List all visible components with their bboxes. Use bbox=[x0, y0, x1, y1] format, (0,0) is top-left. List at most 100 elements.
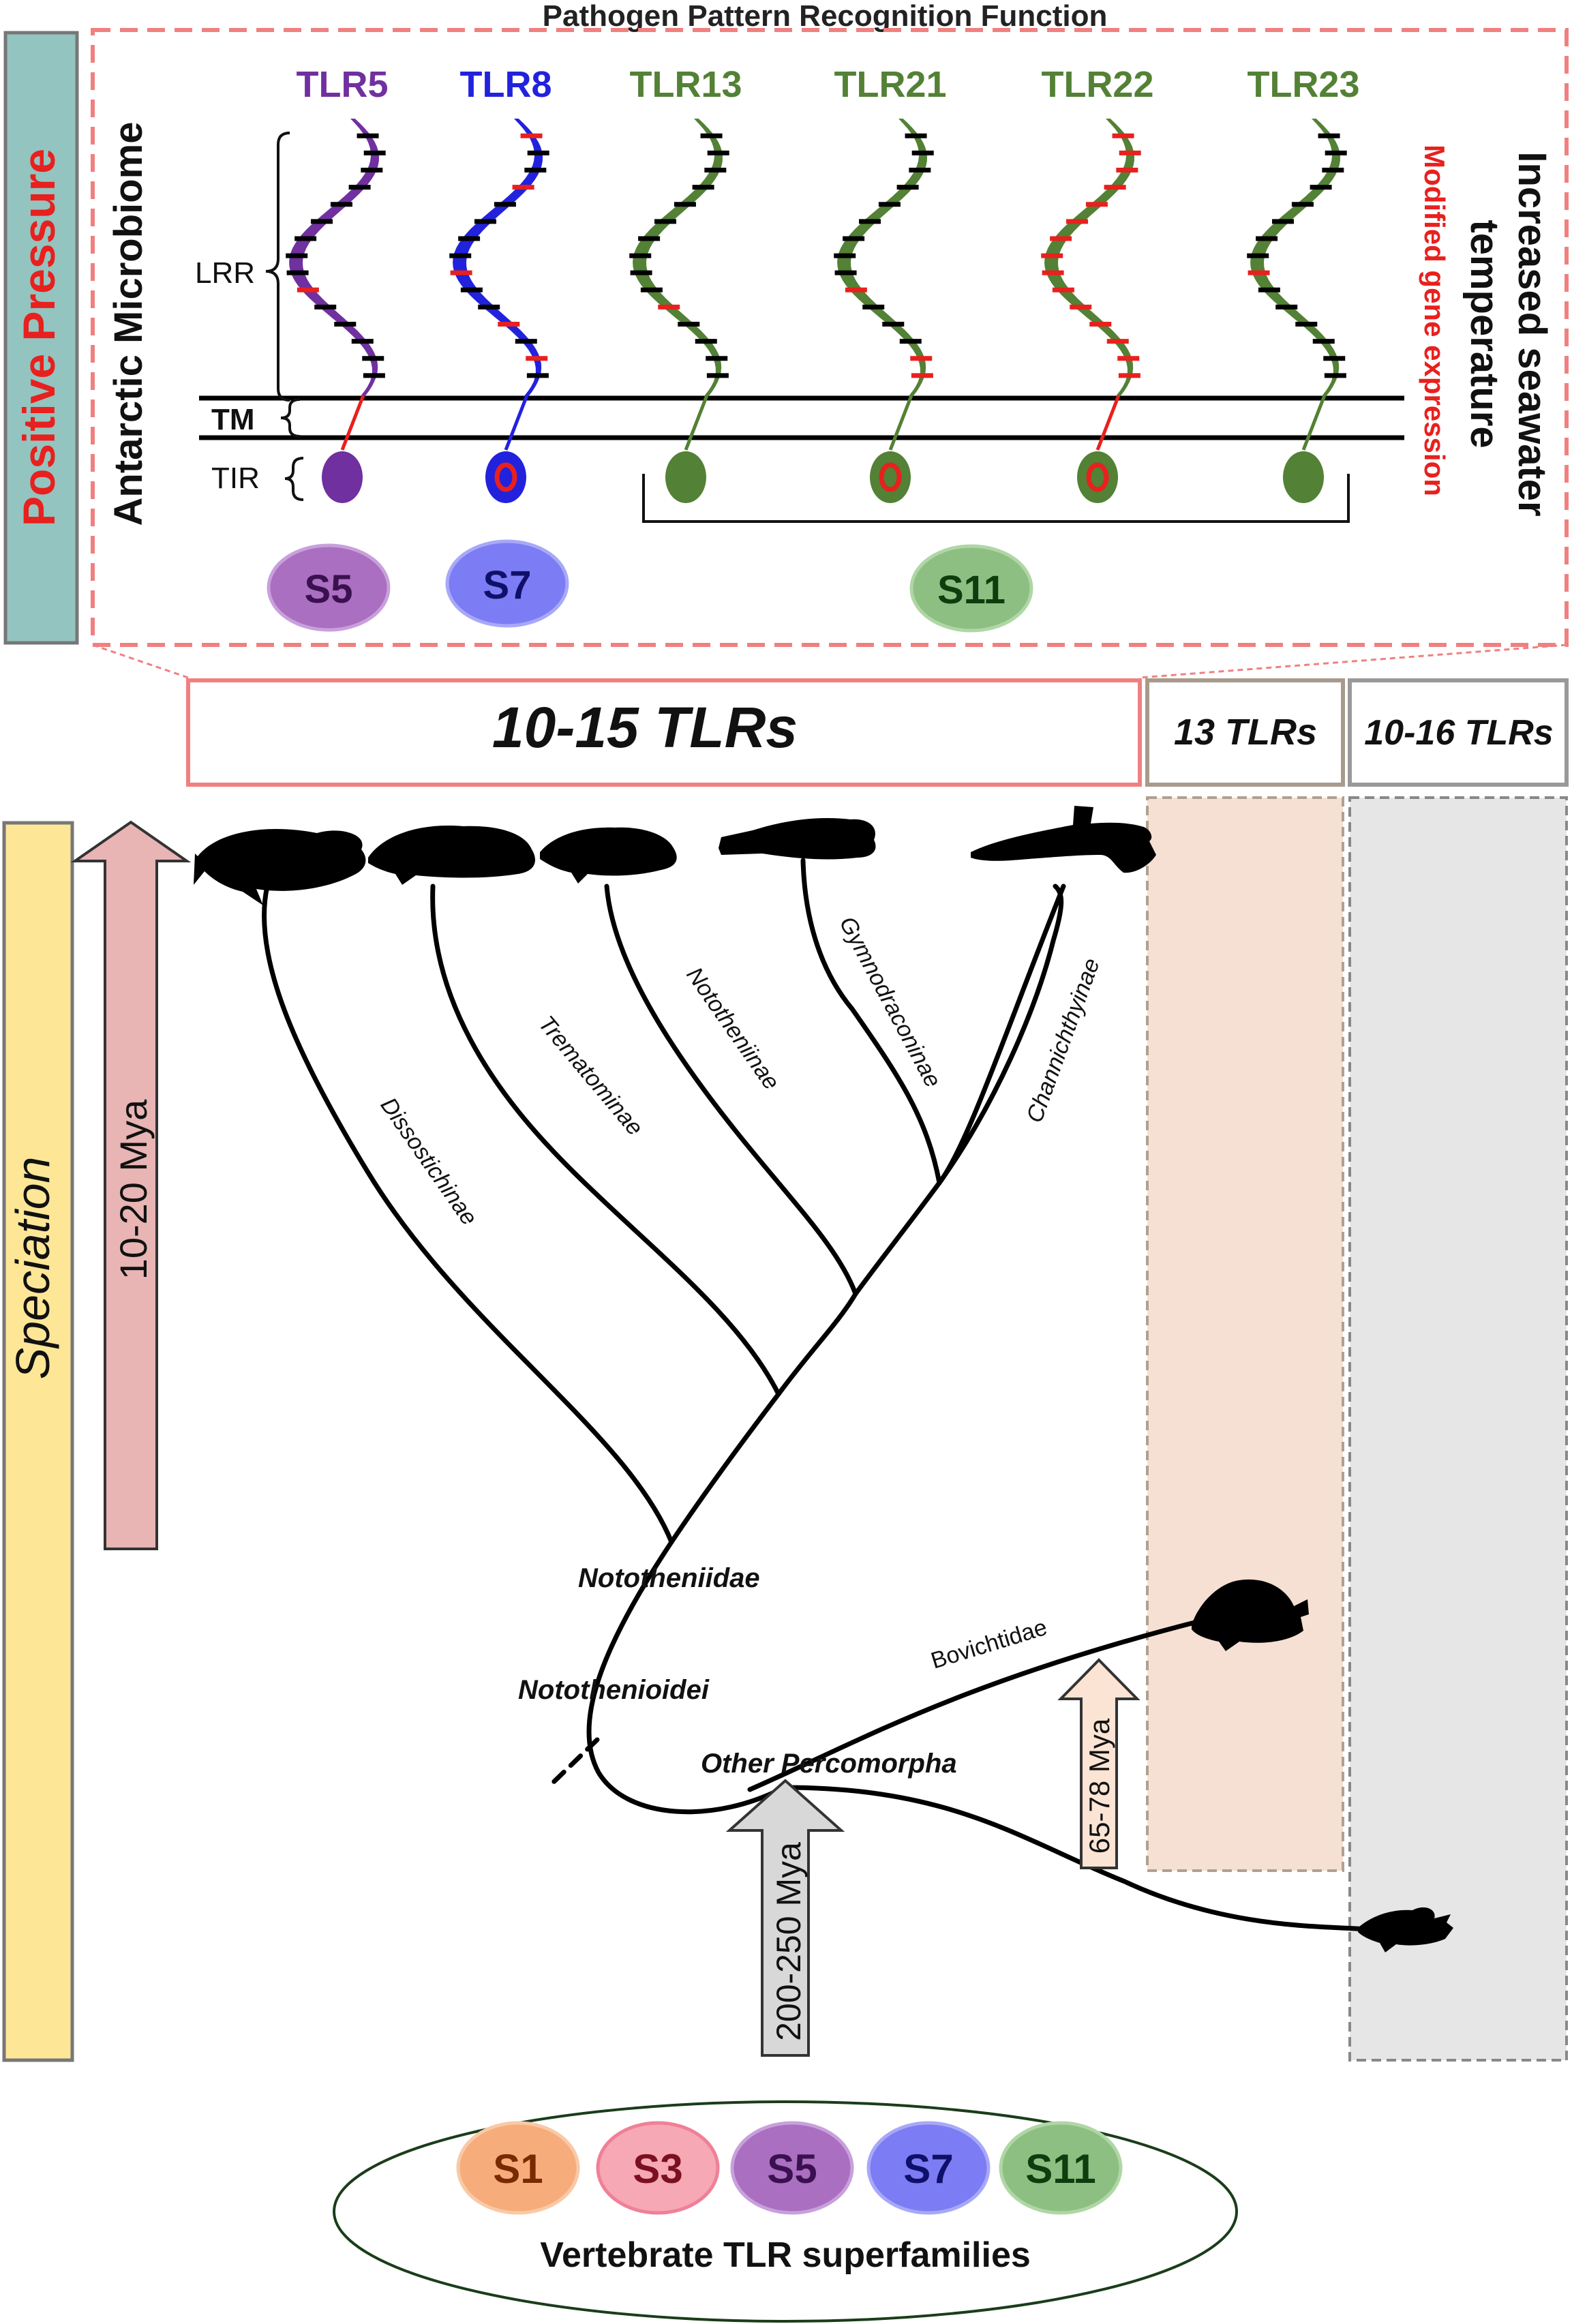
right-label-line1: Increased seawater bbox=[1510, 151, 1554, 516]
box-10-16-tlrs bbox=[1348, 678, 1569, 787]
vertebrate-badge-s11 bbox=[999, 2121, 1123, 2215]
box-10-16-tlrs-label: 10-16 TLRs bbox=[1364, 713, 1553, 753]
tlr13-tir-domain bbox=[665, 451, 706, 503]
tlr23-label: TLR23 bbox=[1247, 64, 1359, 105]
positive-pressure-label: Positive Pressure bbox=[14, 149, 64, 526]
other-percomorpha-column bbox=[1348, 796, 1568, 2062]
tlr21-tm-stem bbox=[888, 395, 913, 451]
tm-label: TM bbox=[211, 403, 255, 436]
fish-nototheniinae-silhouette bbox=[540, 827, 677, 884]
fish-channichthyinae bbox=[971, 806, 1156, 873]
tlr21-tir-domain bbox=[870, 451, 911, 503]
tlr21-tir-modified-ring bbox=[879, 462, 902, 492]
vertebrate-badge-s7 bbox=[866, 2121, 991, 2215]
clade-nototheniinae: Nototheniinae bbox=[681, 963, 784, 1095]
tlr22-tir-modified-ring bbox=[1086, 462, 1109, 492]
badge-s7-top-label: S7 bbox=[483, 563, 532, 607]
branch-channichthyinae bbox=[937, 884, 1064, 1186]
arrow-65-78-mya bbox=[1057, 1658, 1140, 1869]
arrow-200-250-mya bbox=[725, 1779, 845, 2057]
tlr22-tir-domain bbox=[1077, 451, 1118, 503]
tlr8-tm-stem bbox=[504, 395, 529, 451]
tlr5-tir-domain bbox=[322, 451, 363, 503]
vertebrate-badge-s1-label: S1 bbox=[493, 2146, 543, 2192]
node-nototheniidae: Nototheniidae bbox=[578, 1563, 760, 1593]
arrow-10-20-mya-label: 10-20 Mya bbox=[112, 1099, 155, 1280]
badge-s5-top bbox=[267, 543, 391, 632]
modified-gene-expression-label: Modified gene expression bbox=[1419, 145, 1451, 496]
fish-trematominae bbox=[368, 826, 536, 885]
branch-dissostichinae bbox=[261, 884, 674, 1545]
phylogeny bbox=[261, 858, 1370, 1932]
branch-other-percomorpha bbox=[781, 1785, 1370, 1932]
fish-nototheniinae bbox=[540, 827, 677, 884]
top-panel-border bbox=[91, 28, 1569, 647]
lrr-brace bbox=[265, 132, 290, 402]
vertebrate-badge-s5-label: S5 bbox=[767, 2146, 817, 2192]
connector-right bbox=[1139, 644, 1567, 679]
branch-nototheniinae bbox=[604, 884, 858, 1297]
positive-pressure-bar bbox=[3, 31, 79, 645]
connector-left bbox=[92, 644, 189, 679]
tlr13-tm-stem bbox=[684, 395, 709, 451]
fish-other-percomorpha bbox=[1358, 1907, 1453, 1952]
arrow-10-20-mya bbox=[70, 820, 192, 1550]
tlr21-label: TLR21 bbox=[834, 64, 946, 105]
box-10-15-tlrs-label: 10-15 TLRs bbox=[492, 695, 798, 759]
vertebrate-badge-s7-label: S7 bbox=[903, 2146, 953, 2192]
tlr5-tm-stem bbox=[340, 395, 365, 451]
branch-outgroup-dash bbox=[548, 1737, 600, 1787]
tlr5-label: TLR5 bbox=[297, 64, 389, 105]
vertebrate-badge-s11-label: S11 bbox=[1025, 2146, 1095, 2192]
node-notothenioidei: Notothenioidei bbox=[518, 1675, 710, 1705]
clade-trematominae: Trematominae bbox=[533, 1011, 648, 1141]
tlr23-tir-domain bbox=[1283, 451, 1324, 503]
fish-bovichtidae-silhouette bbox=[1192, 1579, 1309, 1651]
tir-label: TIR bbox=[211, 462, 260, 495]
clade-channichthyinae: Channichthyinae bbox=[1021, 955, 1104, 1126]
bovichtidae-column bbox=[1146, 796, 1344, 1872]
s11-bracket bbox=[642, 474, 1350, 523]
vertebrate-badges: S1 S3 S5 S7 S11 bbox=[456, 2121, 1123, 2215]
arrow-65-78-mya-label: 65-78 Mya bbox=[1083, 1718, 1115, 1854]
node-bovichtidae: Bovichtidae bbox=[928, 1614, 1050, 1674]
tlr-structures: TLR5 TLR8 TLR13 TLR21 TLR22 TLR23 bbox=[286, 64, 1360, 503]
box-10-15-tlrs bbox=[186, 678, 1142, 787]
vertebrate-badge-s5 bbox=[730, 2121, 854, 2215]
fish-trematominae-silhouette bbox=[368, 826, 536, 885]
branch-trematominae bbox=[430, 884, 781, 1397]
fish-gymnodraconinae-silhouette bbox=[719, 817, 876, 860]
tlr8-tir-domain bbox=[485, 451, 526, 503]
vertebrate-badge-s1 bbox=[456, 2121, 580, 2215]
fish-dissostichinae bbox=[194, 828, 366, 905]
antarctic-microbiome-label: Antarctic Microbiome bbox=[106, 122, 151, 526]
fish-bovichtidae bbox=[1192, 1579, 1309, 1651]
fish-dissostichinae-silhouette bbox=[194, 828, 366, 905]
top-title: Pathogen Pattern Recognition Function bbox=[543, 0, 1108, 33]
branch-bovichtidae bbox=[747, 1618, 1203, 1792]
tlr22-tm-stem bbox=[1095, 395, 1121, 451]
vertebrate-badge-s3 bbox=[596, 2121, 720, 2215]
badge-s5-top-label: S5 bbox=[305, 567, 353, 612]
tlr8-tir-modified-ring bbox=[494, 462, 517, 492]
vertebrate-caption: Vertebrate TLR superfamilies bbox=[540, 2235, 1031, 2275]
fish-channichthyinae-silhouette bbox=[971, 806, 1156, 873]
tlr8-label: TLR8 bbox=[460, 64, 552, 105]
branch-gymnodraconinae bbox=[800, 858, 942, 1186]
node-other-percomorpha: Other Percomorpha bbox=[701, 1749, 957, 1779]
tm-brace bbox=[280, 398, 301, 438]
fish-gymnodraconinae bbox=[719, 817, 876, 860]
box-13-tlrs-label: 13 TLRs bbox=[1174, 712, 1317, 753]
speciation-label: Speciation bbox=[6, 1157, 59, 1380]
tlr13-label: TLR13 bbox=[629, 64, 742, 105]
fish-other-percomorpha-silhouette bbox=[1358, 1907, 1453, 1952]
right-label-line2: temperature bbox=[1462, 220, 1507, 448]
badge-s11-top-label: S11 bbox=[937, 568, 1006, 612]
lrr-label: LRR bbox=[195, 256, 255, 290]
badge-s7-top bbox=[445, 539, 569, 628]
vertebrate-badge-s3-label: S3 bbox=[633, 2146, 682, 2192]
speciation-bar bbox=[2, 821, 74, 2062]
box-13-tlrs bbox=[1145, 678, 1345, 787]
tlr22-label: TLR22 bbox=[1041, 64, 1153, 105]
